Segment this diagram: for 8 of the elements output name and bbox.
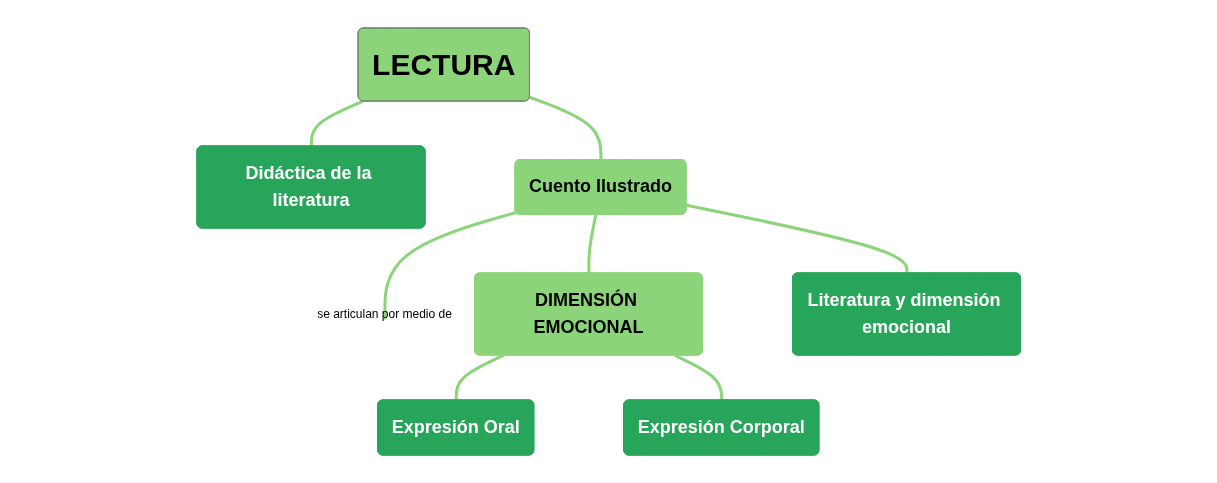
connector	[383, 211, 517, 320]
connector	[529, 95, 603, 161]
node-text: se articulan por medio de	[316, 306, 452, 321]
connector	[587, 214, 597, 274]
connector	[454, 354, 504, 401]
connector	[309, 100, 363, 147]
connector	[673, 354, 724, 401]
connector	[685, 203, 909, 274]
